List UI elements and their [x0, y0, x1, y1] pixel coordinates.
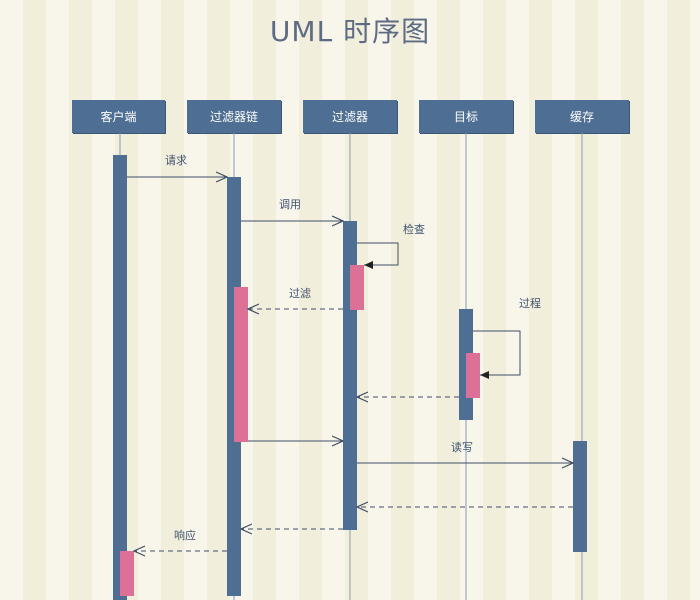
participant-filter[interactable]: 过滤器: [303, 100, 397, 133]
message-check-arrow: [357, 242, 399, 269]
message-filter-label: 过滤: [289, 287, 311, 300]
message-process-label: 过程: [519, 297, 541, 310]
participant-filter-chain[interactable]: 过滤器链: [187, 100, 281, 133]
participant-cache[interactable]: 缓存: [535, 100, 629, 133]
message-check-label: 检查: [403, 222, 425, 236]
nested-activation-filter-chain: [234, 287, 248, 442]
message-process-arrow: [473, 330, 521, 379]
nested-activation-filter: [350, 265, 364, 310]
nested-activation-client: [120, 551, 134, 596]
participant-target[interactable]: 目标: [419, 100, 513, 133]
diagram-title: UML 时序图: [269, 15, 431, 48]
activation-cache: [573, 441, 587, 552]
message-response-label: 响应: [174, 528, 196, 542]
nested-activation-target: [466, 353, 480, 398]
activation-client: [113, 155, 127, 600]
participant-client[interactable]: 客户端: [72, 100, 165, 133]
message-read-write-label: 读写: [451, 440, 473, 454]
message-request-label: 请求: [165, 154, 187, 167]
message-invoke-label: 调用: [279, 198, 301, 211]
